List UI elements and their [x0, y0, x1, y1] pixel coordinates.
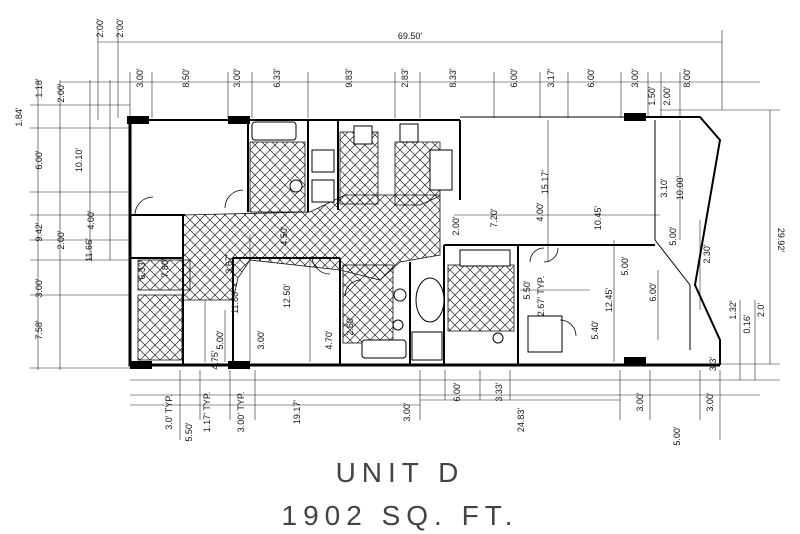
left-dimension-label: 6.00': [34, 150, 44, 170]
shower: [411, 331, 443, 361]
washer: [311, 179, 335, 203]
bottom-dimension-label: 1.17' TYP.: [202, 392, 212, 432]
interior-dimension-label: 0.16': [742, 314, 752, 334]
stove: [399, 123, 419, 143]
interior-dimension-label: 5.50': [522, 280, 532, 300]
left-dimension-label: 1.18': [34, 78, 44, 98]
interior-dimension-label: 10.45': [593, 206, 603, 231]
unit-title: UNIT D: [336, 457, 465, 488]
interior-dimension-label: 2.0': [756, 303, 766, 318]
interior-dimension-label: 5.00': [668, 226, 678, 246]
overall-depth-label: 29.92': [776, 228, 786, 253]
left-dimension-label: 10.10': [74, 148, 84, 173]
toilet-3: [392, 319, 404, 331]
bottom-dimension-label: 24.83': [516, 408, 526, 433]
bottom-dimension-label: 3.00': [402, 402, 412, 422]
bathtub-lower: [361, 339, 407, 359]
interior-dimension-label: 6.00': [648, 282, 658, 302]
interior-dimension-label: 15.17': [540, 170, 550, 195]
interior-dimension-label: 1.32': [728, 300, 738, 320]
oval-tub: [415, 277, 445, 323]
top-dimension-label: 2.00': [115, 18, 125, 38]
dimension-lines: [30, 30, 780, 440]
top-dimension-label: 6.33': [272, 68, 282, 88]
left-dimension-label: 1.84': [14, 107, 24, 127]
columns: [127, 113, 646, 369]
top-dimension-label: 8.33': [448, 68, 458, 88]
interior-dimension-label: 2.30': [702, 244, 712, 264]
interior-dimension-label: 11.80': [230, 290, 240, 314]
interior-dimension-label: 12.45': [604, 288, 614, 313]
doors: [134, 189, 577, 337]
top-dimension-label: 3.00': [232, 68, 242, 88]
island: [429, 149, 453, 191]
top-dimension-label: 2.83': [400, 68, 410, 88]
top-dimension-label: 6.00': [509, 68, 519, 88]
left-dimension-label: 3.00': [34, 278, 44, 298]
interior-dimension-label: 12.50': [282, 284, 292, 309]
toilet-4: [492, 332, 504, 344]
bathtub-upper: [251, 121, 297, 141]
bottom-dimension-label: 3.0' TYP.: [164, 394, 174, 429]
toilet-1: [289, 179, 303, 193]
interior-dimension-label: 4.70': [324, 330, 334, 350]
closet: [527, 315, 563, 353]
dryer: [311, 149, 335, 173]
interior-dimension-label: 4.75': [210, 350, 220, 370]
interior-dimension-label: 3.10': [659, 178, 669, 198]
top-dimension-label: 3.17': [546, 68, 556, 88]
interior-dimension-label: 7.20': [489, 208, 499, 228]
bottom-dimension-label: 3.00': [635, 392, 645, 412]
left-dimension-label: 2.00': [56, 230, 66, 250]
top-dimension-label: 2.00': [662, 86, 672, 106]
left-dimension-label: 4.00': [86, 210, 96, 230]
fridge: [353, 125, 373, 145]
interior-dimension-label: 5.40': [590, 320, 600, 340]
top-dimension-label: 3.00': [630, 68, 640, 88]
bottom-dimension-label: 5.50': [184, 422, 194, 442]
left-dimension-label: 2.00': [56, 83, 66, 103]
top-dimension-label: 2.00': [95, 18, 105, 38]
bottom-dimension-label: 6.00': [452, 382, 462, 402]
fixtures: [251, 121, 563, 361]
toilet-2: [393, 288, 407, 302]
bottom-dimension-label: 3.33': [494, 382, 504, 402]
left-dimension-label: 7.58': [34, 320, 44, 340]
left-dimension-label: 11.66': [84, 238, 94, 262]
interior-dimension-label: 2.67' TYP.: [536, 276, 546, 316]
tile-areas: [137, 131, 515, 361]
top-dimension-label: 8.00': [682, 68, 692, 88]
top-dimension-label: 3.00': [135, 68, 145, 88]
interior-dimension-label: 10.00': [675, 176, 685, 201]
left-dimension-label: 9.42': [34, 222, 44, 242]
bottom-dimension-label: 19.17': [292, 400, 302, 425]
overall-width-label: 69.50': [398, 31, 423, 41]
interior-dimension-label: 5.00': [215, 330, 225, 350]
sink-counter: [459, 249, 511, 267]
interior-dimension-label: 5.00': [620, 256, 630, 276]
top-dimension-label: 1.50': [647, 86, 657, 106]
bottom-dimension-label: 3.00' TYP.: [236, 392, 246, 432]
bottom-dimension-label: 3.00': [705, 392, 715, 412]
top-dimension-label: 8.50': [181, 68, 191, 88]
bottom-dimension-label: 5.00': [672, 426, 682, 446]
top-dimension-label: 9.83': [344, 68, 354, 88]
top-dimension-label: 6.00': [586, 68, 596, 88]
interior-dimension-label: 4.00': [535, 202, 545, 222]
interior-dimension-label: 2.00': [451, 216, 461, 236]
area-title: 1902 SQ. FT.: [282, 500, 519, 531]
interior-dimension-label: 3.00': [256, 330, 266, 350]
